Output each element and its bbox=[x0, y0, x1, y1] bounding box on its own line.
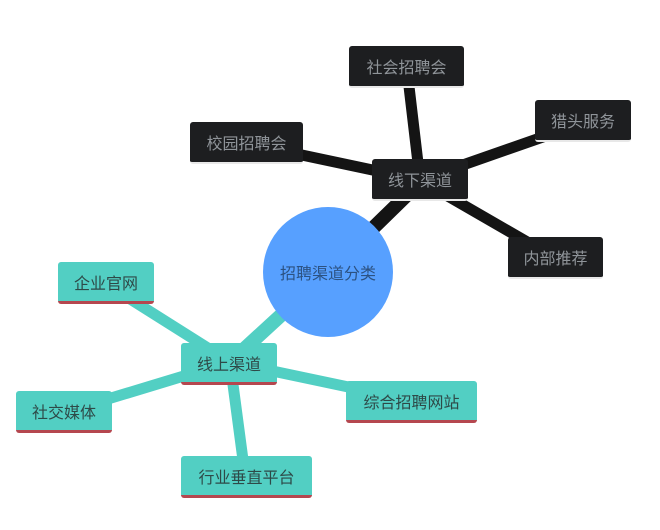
branch-offline[interactable]: 线下渠道 bbox=[372, 159, 468, 201]
leaf-label: 猎头服务 bbox=[550, 112, 615, 131]
leaf-label: 综合招聘网站 bbox=[363, 392, 460, 412]
branch-online[interactable]: 线上渠道 bbox=[181, 343, 277, 385]
leaf-industry-vertical-platform[interactable]: 行业垂直平台 bbox=[181, 456, 312, 498]
leaf-label: 行业垂直平台 bbox=[198, 467, 295, 487]
leaf-label: 企业官网 bbox=[73, 273, 138, 293]
leaf-social-media[interactable]: 社交媒体 bbox=[16, 391, 112, 433]
leaf-company-website[interactable]: 企业官网 bbox=[58, 262, 154, 304]
leaf-job-website[interactable]: 综合招聘网站 bbox=[346, 381, 477, 423]
leaf-campus-recruitment-fair[interactable]: 校园招聘会 bbox=[190, 122, 303, 164]
leaf-headhunter-service[interactable]: 猎头服务 bbox=[535, 100, 631, 142]
root-node[interactable]: 招聘渠道分类 bbox=[263, 207, 393, 337]
leaf-label: 校园招聘会 bbox=[206, 134, 287, 153]
leaf-social-recruitment-fair[interactable]: 社会招聘会 bbox=[349, 46, 464, 88]
leaf-label: 内部推荐 bbox=[523, 249, 588, 268]
root-label: 招聘渠道分类 bbox=[279, 264, 376, 283]
leaf-internal-referral[interactable]: 内部推荐 bbox=[508, 237, 603, 279]
leaf-label: 社交媒体 bbox=[31, 402, 96, 422]
branch-online-label: 线上渠道 bbox=[196, 354, 261, 374]
branch-offline-label: 线下渠道 bbox=[387, 171, 452, 190]
leaf-label: 社会招聘会 bbox=[366, 58, 447, 77]
